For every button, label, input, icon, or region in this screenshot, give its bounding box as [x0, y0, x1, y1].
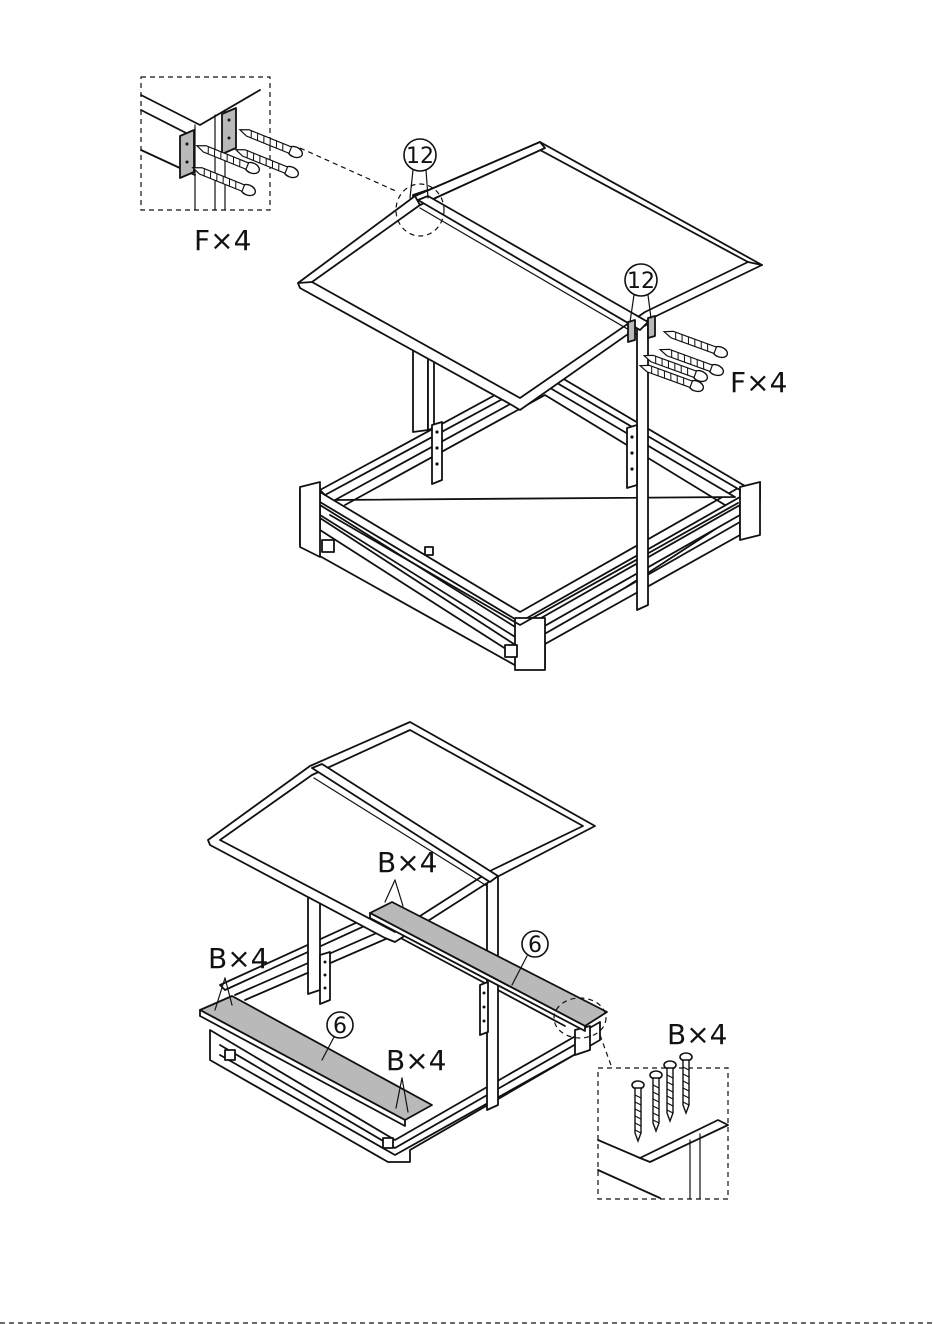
left-outer-b-label: B×4 — [208, 942, 268, 975]
step-bottom-diagram: B×4 B×4 B×4 B×4 6 6 — [200, 722, 728, 1199]
part-callout-6-back-label: 6 — [528, 933, 542, 958]
part-callout-12-a-label: 12 — [406, 144, 434, 169]
part-callout-6-front-label: 6 — [333, 1014, 347, 1039]
detail-box-top — [141, 77, 304, 210]
detail-box-bottom — [598, 1053, 728, 1199]
left-inner-b-label: B×4 — [386, 1044, 446, 1077]
fastener-quantity-label: F×4 — [730, 366, 787, 399]
sandbox-box — [300, 358, 760, 670]
part-callout-12-b-label: 12 — [627, 269, 655, 294]
detail-b-quantity-label: B×4 — [667, 1018, 727, 1051]
back-bench-b-label: B×4 — [377, 846, 437, 879]
detail-quantity-label: F×4 — [194, 224, 251, 257]
step-top-diagram: F×4 12 12 F×4 — [141, 77, 787, 670]
